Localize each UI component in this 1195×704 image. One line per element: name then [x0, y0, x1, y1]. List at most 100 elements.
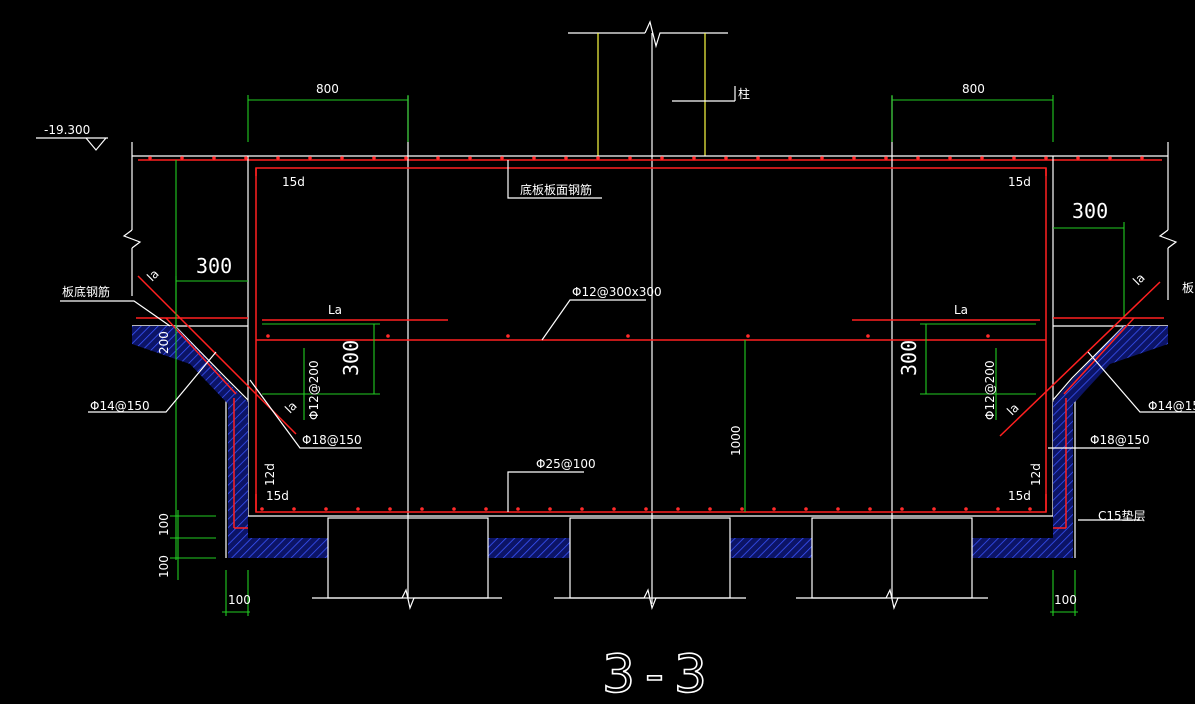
label-la-left: La — [328, 303, 342, 317]
rebar-dot — [626, 334, 630, 338]
rebar-dot — [836, 507, 840, 511]
rebar-dot — [308, 156, 312, 160]
leaders — [60, 160, 1195, 521]
label-cushion: C15垫层 — [1098, 508, 1146, 523]
rebar-dot — [1012, 156, 1016, 160]
rebar-dot — [644, 507, 648, 511]
axis-lines — [407, 96, 893, 516]
anchor-12d-l: 12d — [263, 463, 277, 486]
rebar-dot — [404, 156, 408, 160]
rebar-dot — [548, 507, 552, 511]
rebar-dot — [180, 156, 184, 160]
label-bd-right: 板 — [1182, 281, 1194, 295]
rebar-dot — [276, 156, 280, 160]
rebar-dot — [788, 156, 792, 160]
labels: 800 800 300 300 15d 15d 15d 15d 12d 12d … — [62, 82, 1195, 704]
rebar-dot — [468, 156, 472, 160]
dim-side-left: 300 — [196, 254, 232, 278]
dimensions — [170, 95, 1125, 616]
rebar-dot — [660, 156, 664, 160]
anchor-15d-br: 15d — [1008, 489, 1031, 503]
rebar-dot — [676, 507, 680, 511]
rebar-dot — [756, 156, 760, 160]
rebar-dot — [866, 334, 870, 338]
rebar-dot — [420, 507, 424, 511]
anchor-15d-tr: 15d — [1008, 175, 1031, 189]
rebar-dot — [580, 507, 584, 511]
rebar-dot — [724, 156, 728, 160]
rebar-dot — [820, 156, 824, 160]
rebar-dot — [612, 507, 616, 511]
label-bottom-bar: Φ25@100 — [536, 457, 596, 471]
label-la-slope-r: la — [1130, 271, 1147, 288]
dim-cush-1: 100 — [157, 513, 171, 536]
dim-vert-left: 300 — [339, 340, 363, 376]
anchor-15d-tl: 15d — [282, 175, 305, 189]
dim-bottom-left: 100 — [228, 593, 251, 607]
rebar-dot — [932, 507, 936, 511]
dim-vert-right: 300 — [897, 340, 921, 376]
rebar-dot — [388, 507, 392, 511]
rebar-dot — [1076, 156, 1080, 160]
label-top-rebar: 底板板面钢筋 — [520, 182, 592, 197]
label-center-bar: Φ12@300x300 — [572, 285, 662, 299]
anchor-15d-bl: 15d — [266, 489, 289, 503]
rebar-dot — [516, 507, 520, 511]
label-bottom-rebar: 板底钢筋 — [62, 284, 110, 299]
dim-cush-2: 100 — [157, 555, 171, 578]
rebar-dot — [484, 507, 488, 511]
rebar-dot — [596, 156, 600, 160]
rebar-dot — [452, 507, 456, 511]
label-vert-bar-left: Φ12@200 — [307, 360, 321, 420]
rebar-dot — [986, 334, 990, 338]
rebar-dot — [900, 507, 904, 511]
label-la-slope-r2: la — [1004, 401, 1021, 418]
ground-line — [122, 142, 1178, 300]
rebar-dot — [884, 156, 888, 160]
rebar-dot — [868, 507, 872, 511]
rebar-dot — [260, 507, 264, 511]
rebar-dot — [948, 156, 952, 160]
rebar-dot — [1028, 507, 1032, 511]
rebar — [136, 167, 1164, 529]
label-la-right: La — [954, 303, 968, 317]
rebar-dot — [964, 507, 968, 511]
cushion-layer — [132, 326, 1168, 558]
rebar-dot — [372, 156, 376, 160]
label-side-bar-left: Φ18@150 — [302, 433, 362, 447]
dim-top-right: 800 — [962, 82, 985, 96]
label-la-slope-l: la — [144, 267, 161, 284]
rebar-dot — [324, 507, 328, 511]
dim-depth: 1000 — [729, 425, 743, 456]
rebar-dot — [212, 156, 216, 160]
column: 柱 — [568, 20, 750, 604]
rebar-dot — [772, 507, 776, 511]
rebar-dot — [708, 507, 712, 511]
rebar-dot — [356, 507, 360, 511]
rebar-dot — [746, 334, 750, 338]
rebar-dot — [564, 156, 568, 160]
rebar-dot — [980, 156, 984, 160]
elevation-marker: -19.300 — [36, 123, 108, 151]
column-label: 柱 — [738, 86, 750, 101]
dim-slab-left: 200 — [157, 331, 171, 354]
rebar-dot — [996, 507, 1000, 511]
rebar-dot — [1108, 156, 1112, 160]
rebar-dot — [506, 334, 510, 338]
rebar-dot — [628, 156, 632, 160]
rebar-dot — [852, 156, 856, 160]
rebar-dot — [804, 507, 808, 511]
rebar-dot — [148, 156, 152, 160]
label-la-slope-l2: la — [282, 399, 299, 416]
piles — [312, 516, 988, 611]
rebar-dot — [916, 156, 920, 160]
rebar-dot — [692, 156, 696, 160]
section-title: 3-3 — [602, 645, 717, 704]
rebar-dot — [386, 334, 390, 338]
rebar-dot — [1140, 156, 1144, 160]
rebar-dot — [740, 507, 744, 511]
dim-top-left: 800 — [316, 82, 339, 96]
label-side-bar-right: Φ18@150 — [1090, 433, 1150, 447]
elevation-value: -19.300 — [44, 123, 90, 137]
dim-side-right: 300 — [1072, 199, 1108, 223]
